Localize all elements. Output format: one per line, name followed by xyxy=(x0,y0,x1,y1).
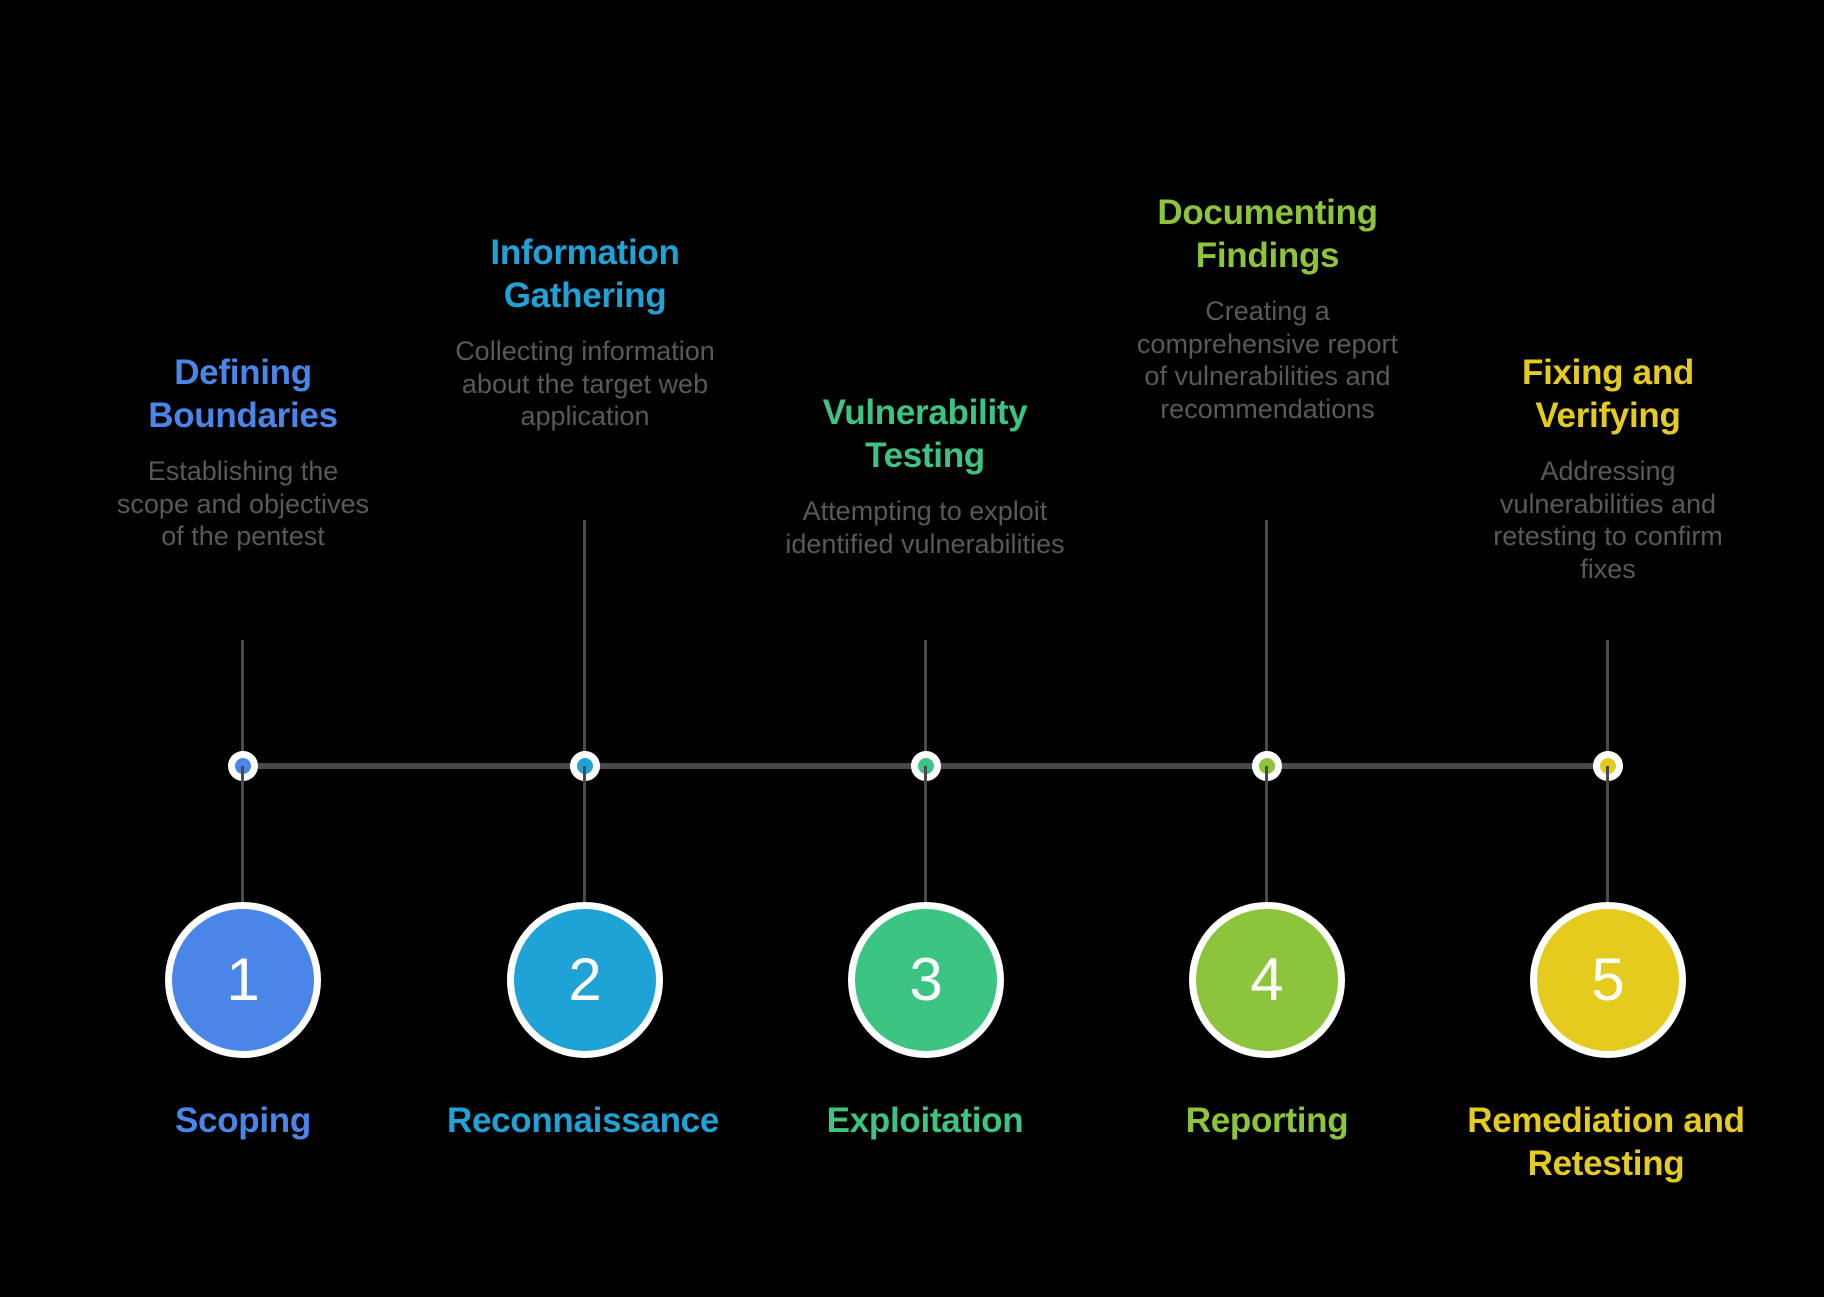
step-3-number-circle[interactable]: 3 xyxy=(848,902,1004,1058)
step-5-description: Addressing vulnerabilities and retesting… xyxy=(1493,456,1723,584)
step-2-upper-connector xyxy=(583,520,586,766)
step-1-lower-connector xyxy=(241,766,244,914)
step-4-text-block: Documenting Findings Creating a comprehe… xyxy=(1125,192,1410,425)
step-4-number-circle[interactable]: 4 xyxy=(1189,902,1345,1058)
step-4-description: Creating a comprehensive report of vulne… xyxy=(1136,296,1399,424)
step-1-label: Scoping xyxy=(175,1101,311,1140)
step-2-title: Information Gathering xyxy=(490,233,680,315)
step-2-number: 2 xyxy=(568,946,602,1013)
step-3-number: 3 xyxy=(909,946,943,1013)
step-1-text-block: Defining Boundaries Establishing the sco… xyxy=(113,352,373,553)
step-1-upper-connector xyxy=(241,640,244,766)
step-5-lower-connector xyxy=(1606,766,1609,914)
step-5-number: 5 xyxy=(1591,946,1625,1013)
step-1-number: 1 xyxy=(226,946,260,1013)
step-3-upper-connector xyxy=(924,640,927,766)
step-2-number-circle[interactable]: 2 xyxy=(507,902,663,1058)
step-1-description: Establishing the scope and objectives of… xyxy=(116,456,370,552)
step-1-title: Defining Boundaries xyxy=(148,353,338,435)
step-2-text-block: Information Gathering Collecting informa… xyxy=(455,232,715,433)
step-1-number-circle[interactable]: 1 xyxy=(165,902,321,1058)
step-2-lower-connector xyxy=(583,766,586,914)
step-3-description: Attempting to exploit identified vulnera… xyxy=(785,496,1065,559)
step-4-lower-connector xyxy=(1265,766,1268,914)
step-3-text-block: Vulnerability Testing Attempting to expl… xyxy=(780,392,1070,560)
step-4-upper-connector xyxy=(1265,520,1268,766)
step-3-label: Exploitation xyxy=(826,1101,1024,1140)
step-2-label: Reconnaissance xyxy=(446,1101,720,1140)
step-5-upper-connector xyxy=(1606,640,1609,766)
step-5-number-circle[interactable]: 5 xyxy=(1530,902,1686,1058)
step-5-label: Remediation and Retesting xyxy=(1467,1101,1745,1183)
step-3-title: Vulnerability Testing xyxy=(822,393,1028,475)
step-4-label: Reporting xyxy=(1185,1101,1349,1140)
step-2-description: Collecting information about the target … xyxy=(455,336,715,432)
step-5-text-block: Fixing and Verifying Addressing vulnerab… xyxy=(1463,352,1753,585)
step-4-title: Documenting Findings xyxy=(1157,193,1378,275)
step-3-lower-connector xyxy=(924,766,927,914)
step-5-title: Fixing and Verifying xyxy=(1521,353,1694,435)
step-4-number: 4 xyxy=(1250,946,1284,1013)
